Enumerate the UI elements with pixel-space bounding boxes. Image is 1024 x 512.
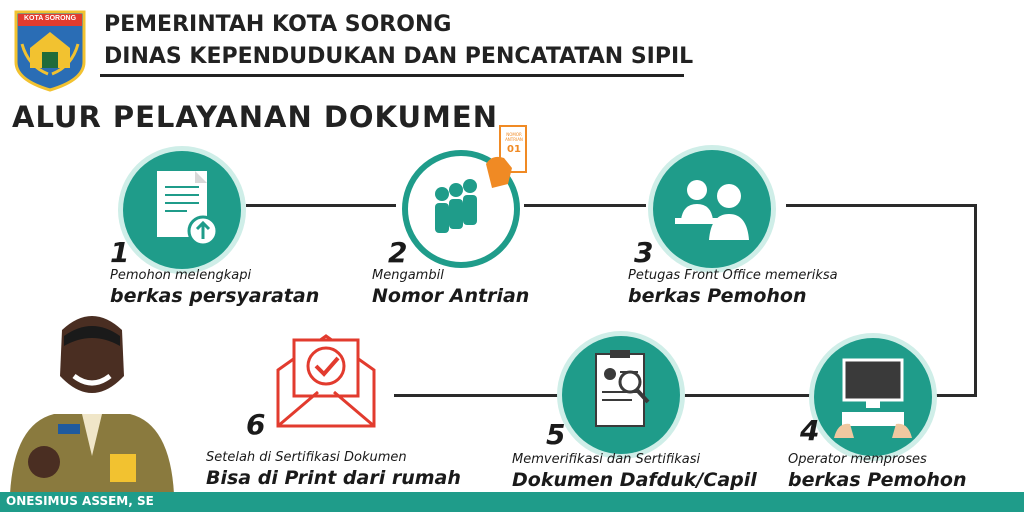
front-office-icon — [675, 180, 749, 240]
step-3-desc: Petugas Front Office memeriksa — [628, 268, 838, 283]
connector-3-right — [786, 204, 976, 207]
step-4-title: berkas Pemohon — [788, 469, 967, 491]
step-4-number: 4 — [800, 414, 820, 447]
step-6-number: 6 — [246, 408, 266, 441]
logo-text: KOTA SORONG — [23, 15, 77, 22]
step-6-title: Bisa di Print dari rumah — [206, 467, 461, 489]
step-2-desc: Mengambil — [372, 268, 444, 283]
official-portrait — [4, 306, 180, 494]
ticket-icon: NOMOR ANTRIAN 01 — [482, 124, 532, 194]
step-1-title: berkas persyaratan — [110, 285, 320, 307]
step-6-desc: Setelah di Sertifikasi Dokumen — [206, 450, 407, 465]
step-5-number: 5 — [546, 418, 566, 451]
step-5-desc: Memverifikasi dan Sertifikasi — [512, 452, 701, 467]
step-3-title: berkas Pemohon — [628, 285, 807, 307]
ticket-number: 01 — [507, 144, 521, 155]
connector-4-5 — [680, 394, 810, 397]
step-3-circle — [653, 150, 771, 268]
footer-bar — [0, 492, 1024, 512]
connector-2-3 — [524, 204, 646, 207]
verify-document-icon — [595, 350, 650, 427]
step-3-number: 3 — [634, 236, 654, 269]
step-2-number: 2 — [388, 236, 408, 269]
connector-right-4 — [934, 394, 977, 397]
step-5-circle — [562, 336, 680, 454]
computer-operator-icon — [834, 358, 912, 438]
certified-envelope-icon — [268, 326, 384, 430]
step-1-desc: Pemohon melengkapi — [110, 268, 252, 283]
step-2-title: Nomor Antrian — [372, 285, 530, 307]
step-4-desc: Operator memproses — [788, 452, 927, 467]
document-upload-icon — [157, 171, 219, 247]
step-4-circle — [814, 338, 932, 456]
person-name: ONESIMUS ASSEM, SE — [6, 494, 154, 508]
ticket-label: NOMOR ANTRIAN — [505, 132, 523, 142]
city-logo: KOTA SORONG — [8, 8, 92, 92]
connector-right-vertical — [974, 204, 977, 396]
header-divider — [100, 74, 684, 77]
header-line1: PEMERINTAH KOTA SORONG — [104, 12, 452, 37]
step-1-circle — [123, 151, 241, 269]
connector-1-2 — [246, 204, 396, 207]
header-line2: DINAS KEPENDUDUKAN DAN PENCATATAN SIPIL — [104, 44, 694, 69]
connector-5-6 — [394, 394, 564, 397]
step-5-title: Dokumen Dafduk/Capil — [512, 469, 757, 491]
queue-people-icon — [435, 179, 477, 233]
page-title: ALUR PELAYANAN DOKUMEN — [12, 100, 498, 134]
step-1-number: 1 — [110, 236, 130, 269]
